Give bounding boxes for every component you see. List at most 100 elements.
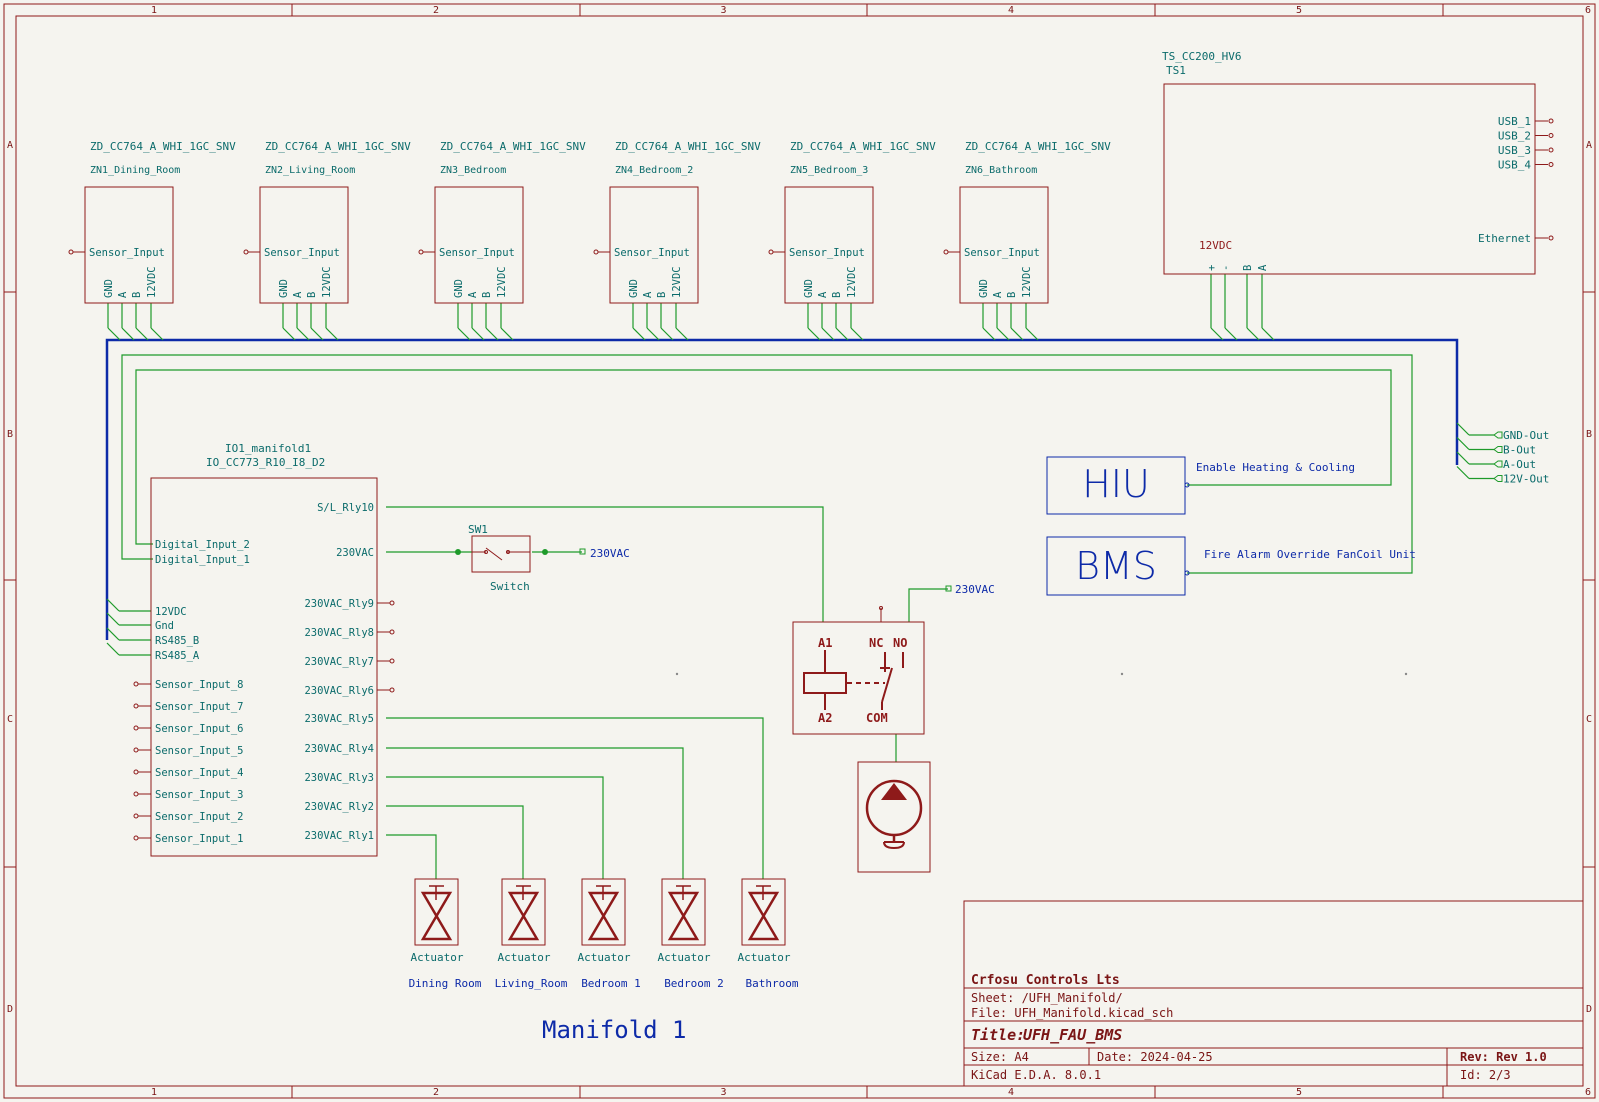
ts-ethernet-pin: Ethernet <box>1478 232 1531 245</box>
actuator-value: Actuator <box>738 951 791 964</box>
thermostat-pin-gnd: GND <box>278 279 290 298</box>
io-right-pin: 230VAC_Rly6 <box>304 685 374 697</box>
actuator-room-label: Bedroom 2 <box>664 977 724 990</box>
thermostat-pin-gnd: GND <box>628 279 640 298</box>
io-left-pin: RS485_A <box>155 650 200 662</box>
thermostat-pin-gnd: GND <box>803 279 815 298</box>
sensor-input-pin: Sensor_Input <box>789 247 865 259</box>
thermostat-body <box>609 186 699 304</box>
bms-block[interactable]: BMS Fire Alarm Override FanCoil Unit <box>1046 536 1416 596</box>
io-left-pin: Sensor_Input_7 <box>155 701 244 713</box>
sheet-date: Date: 2024-04-25 <box>1097 1050 1213 1064</box>
valve-icon <box>747 891 780 941</box>
thermostat-6[interactable]: ZD_CC764_A_WHI_1GC_SNVZN6_BathroomSensor… <box>943 140 1111 304</box>
wires <box>121 354 1413 879</box>
sensor-pin-circle <box>243 249 249 255</box>
thermostat-ref: ZD_CC764_A_WHI_1GC_SNV <box>265 140 411 153</box>
ruler-col-top: 1 <box>151 5 157 16</box>
relay-net-label: 230VAC <box>955 583 995 596</box>
sensor-input-pin: Sensor_Input <box>89 247 165 259</box>
io-pin-circle <box>389 658 395 664</box>
relay[interactable]: 230VAC A1 A2 NC NO COM <box>792 583 995 735</box>
valve-icon <box>507 891 540 941</box>
io-left-pin: Digital_Input_1 <box>155 554 250 566</box>
thermostat-pin-a: A <box>467 291 479 298</box>
thermostat-pin-12vdc: 12VDC <box>146 266 158 298</box>
ruler-col-top: 6 <box>1585 5 1591 16</box>
ts-usb-pin-3: USB_3 <box>1498 144 1531 157</box>
io-right-pin: S/L_Rly10 <box>317 502 374 514</box>
thermostat-5[interactable]: ZD_CC764_A_WHI_1GC_SNV ZN5_Bedroom_3Senso… <box>768 140 936 304</box>
thermostat-pin-12vdc: 12VDC <box>671 266 683 298</box>
thermostat-name: ZN6_Bathroom <box>965 165 1037 176</box>
thermostat-name: ZN5_Bedroom_3 <box>790 165 868 176</box>
output-flag <box>1493 460 1503 468</box>
io-module[interactable]: IO1_manifold1 IO_CC773_R10_I8_D2 Digital… <box>133 442 395 857</box>
io-pin-circle <box>133 791 139 797</box>
thermostat-4[interactable]: ZD_CC764_A_WHI_1GC_SNVZN4_Bedroom_2Senso… <box>593 140 761 304</box>
io-name: IO1_manifold1 <box>225 442 311 455</box>
ruler-col-top: 5 <box>1296 5 1302 16</box>
thermostat-pin-b: B <box>481 292 493 298</box>
thermostat-1[interactable]: ZD_CC764_A_WHI_1GC_SNVZN1_Dining_RoomSen… <box>68 140 236 304</box>
thermostat-body <box>259 186 349 304</box>
switch-ref: SW1 <box>468 523 488 536</box>
thermostat-name: ZN3_Bedroom <box>440 165 506 176</box>
io-left-pin: Sensor_Input_6 <box>155 723 244 735</box>
io-pin-circle <box>133 769 139 775</box>
io-left-pin: 12VDC <box>155 606 187 618</box>
thermostat-pin-b: B <box>1006 292 1018 298</box>
sensor-input-pin: Sensor_Input <box>964 247 1040 259</box>
sheet-id: Id: 2/3 <box>1460 1068 1511 1082</box>
pump-symbol[interactable] <box>857 761 931 873</box>
io-pin-circle <box>389 600 395 606</box>
thermostat-pin-12vdc: 12VDC <box>321 266 333 298</box>
ts-bottom-pin: B <box>1242 265 1254 271</box>
io-pin-circle <box>133 835 139 841</box>
sensor-pin-circle <box>593 249 599 255</box>
actuator-body <box>501 878 546 946</box>
ruler-row-right: C <box>1586 714 1592 725</box>
sensor-pin-circle <box>418 249 424 255</box>
thermostat-2[interactable]: ZD_CC764_A_WHI_1GC_SNVZN2_Living_RoomSen… <box>243 140 411 304</box>
thermostat-group: ZD_CC764_A_WHI_1GC_SNVZN1_Dining_RoomSen… <box>68 140 1111 304</box>
output-label-4: 12V-Out <box>1503 473 1549 486</box>
thermostat-pin-12vdc: 12VDC <box>846 266 858 298</box>
hiu-block[interactable]: HIU Enable Heating & Cooling <box>1046 456 1355 515</box>
thermostat-ref: ZD_CC764_A_WHI_1GC_SNV <box>790 140 936 153</box>
thermostat-3[interactable]: ZD_CC764_A_WHI_1GC_SNVZN3_BedroomSensor_… <box>418 140 586 304</box>
switch-sw1[interactable]: SW1 Switch 230VAC <box>468 523 630 593</box>
sheet-revision: Rev: Rev 1.0 <box>1460 1050 1547 1064</box>
ruler-col-bottom: 4 <box>1008 1087 1014 1098</box>
title-block <box>963 900 1584 1087</box>
actuator-room-label: Bedroom 1 <box>581 977 641 990</box>
thermostat-pin-a: A <box>817 291 829 298</box>
bms-note: Fire Alarm Override FanCoil Unit <box>1204 548 1416 561</box>
ts-power-label: 12VDC <box>1199 239 1232 252</box>
relay-a1: A1 <box>818 636 832 650</box>
ruler-row-right: A <box>1586 140 1592 151</box>
thermostat-body <box>84 186 174 304</box>
title-prefix: Title: <box>971 1026 1025 1044</box>
sensor-pin-circle <box>943 249 949 255</box>
ruler-col-top: 4 <box>1008 5 1014 16</box>
junctions <box>455 549 548 555</box>
thermostat-pin-gnd: GND <box>453 279 465 298</box>
ruler-col-bottom: 3 <box>720 1087 726 1098</box>
ts-bottom-pin: A <box>1257 264 1269 271</box>
io-right-pin: 230VAC_Rly9 <box>304 598 374 610</box>
output-flag <box>1493 475 1503 482</box>
thermostat-pin-b: B <box>131 292 143 298</box>
io-left-pin: Digital_Input_2 <box>155 539 250 551</box>
ts-ref: TS_CC200_HV6 <box>1162 50 1241 63</box>
io-left-pin: Sensor_Input_5 <box>155 745 244 757</box>
actuator-room-label: Living_Room <box>495 977 568 990</box>
